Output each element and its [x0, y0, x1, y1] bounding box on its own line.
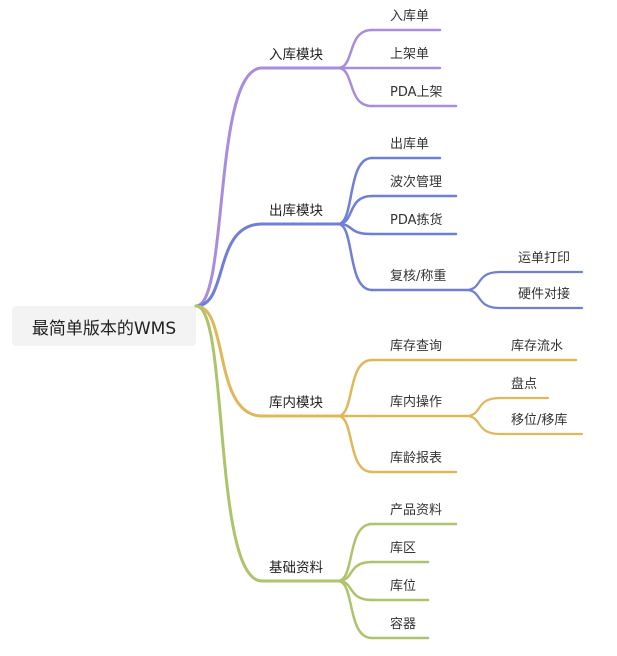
warehouse-child-1-sub-0-connector: [464, 396, 502, 418]
basic-child-0-connector: [336, 522, 374, 583]
warehouse-child-2-connector: [336, 414, 374, 474]
node-in-warehouse-ops[interactable]: 库内操作: [390, 395, 443, 410]
node-inbound-order[interactable]: 入库单: [390, 9, 430, 24]
node-outbound-order[interactable]: 出库单: [390, 137, 430, 152]
node-zone[interactable]: 库区: [390, 541, 417, 556]
warehouse-child-1-sub-1-connector: [464, 414, 502, 436]
branch-basic-data[interactable]: 基础资料: [269, 560, 323, 576]
root-to-outbound-connector: [194, 222, 264, 308]
outbound-child-3-connector: [336, 222, 374, 292]
branch-warehouse[interactable]: 库内模块: [269, 395, 323, 411]
root-node[interactable]: 最简单版本的WMS: [12, 306, 196, 346]
node-location[interactable]: 库位: [390, 579, 417, 594]
branch-inbound[interactable]: 入库模块: [269, 47, 323, 63]
root-to-basic-connector: [194, 304, 264, 583]
node-relocation[interactable]: 移位/移库: [511, 413, 568, 428]
root-label: 最简单版本的WMS: [31, 318, 177, 339]
node-putaway-order[interactable]: 上架单: [390, 47, 430, 62]
node-pda-picking[interactable]: PDA拣货: [390, 213, 443, 228]
node-inventory-query[interactable]: 库存查询: [390, 339, 443, 354]
node-wave-management[interactable]: 波次管理: [390, 175, 443, 190]
node-pda-putaway[interactable]: PDA上架: [390, 85, 443, 100]
inbound-child-2-connector: [336, 66, 374, 108]
node-container[interactable]: 容器: [390, 617, 417, 632]
node-inventory-flow[interactable]: 库存流水: [511, 339, 564, 354]
node-hardware-integration[interactable]: 硬件对接: [518, 287, 571, 302]
node-product-data[interactable]: 产品资料: [390, 503, 443, 518]
outbound-child-3-sub-1-connector: [464, 288, 502, 310]
outbound-child-0-connector: [336, 156, 374, 226]
inbound-child-0-connector: [336, 28, 374, 70]
warehouse-child-0-connector: [336, 358, 374, 418]
node-inventory-age-report[interactable]: 库龄报表: [390, 451, 443, 466]
node-review-weighing[interactable]: 复核/称重: [390, 269, 447, 284]
branch-outbound[interactable]: 出库模块: [269, 203, 323, 219]
root-to-inbound-connector: [194, 66, 264, 308]
root-to-warehouse-connector: [194, 304, 264, 418]
outbound-child-3-sub-0-connector: [464, 270, 502, 292]
node-stocktaking[interactable]: 盘点: [511, 377, 538, 392]
basic-child-3-connector: [336, 579, 374, 640]
node-waybill-printing[interactable]: 运单打印: [518, 251, 571, 266]
